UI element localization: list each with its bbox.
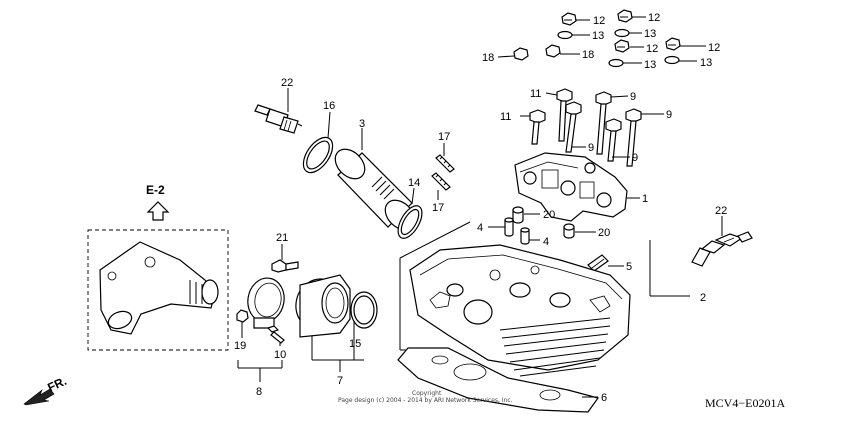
- callout-1: 1: [642, 193, 648, 205]
- dowel-20b[interactable]: [563, 223, 575, 239]
- nut-19[interactable]: [236, 309, 249, 323]
- nut-12d[interactable]: [665, 37, 681, 51]
- callout-11: 11: [530, 88, 541, 100]
- callout-9: 9: [630, 91, 636, 103]
- callout-13: 13: [592, 30, 604, 42]
- callout-4: 4: [477, 222, 483, 234]
- spark-plug-22a[interactable]: [254, 104, 303, 134]
- callout-21: 21: [276, 232, 288, 244]
- callout-22: 22: [281, 77, 293, 89]
- callout-12: 12: [593, 15, 605, 27]
- callout-8: 8: [256, 386, 262, 398]
- callout-14: 14: [408, 177, 420, 189]
- arrow-up-icon: [146, 201, 170, 221]
- jet-4a[interactable]: [504, 217, 514, 237]
- callout-13: 13: [644, 59, 656, 71]
- callout-12: 12: [646, 43, 658, 55]
- nut-18a[interactable]: [513, 47, 529, 61]
- callout-19: 19: [234, 340, 246, 352]
- clamp-8[interactable]: [244, 275, 287, 329]
- nut-12a[interactable]: [561, 12, 577, 26]
- callout-20: 20: [598, 227, 610, 239]
- intake-elbow[interactable]: [99, 241, 219, 335]
- callout-12: 12: [708, 42, 720, 54]
- bolt-9d[interactable]: [605, 118, 622, 162]
- callout-16: 16: [323, 100, 335, 112]
- bolt-21[interactable]: [271, 259, 299, 273]
- callout-11: 11: [500, 111, 511, 123]
- callout-17: 17: [432, 202, 444, 214]
- insulator-7[interactable]: [292, 274, 351, 338]
- callout-17: 17: [438, 131, 450, 143]
- o-ring-14[interactable]: [393, 202, 427, 242]
- nut-washer-group: [497, 9, 706, 68]
- pipe-5[interactable]: [587, 254, 609, 272]
- bolt-group: [520, 88, 664, 167]
- callout-2: 2: [700, 292, 706, 304]
- dowel-20a[interactable]: [512, 206, 524, 224]
- callout-13: 13: [700, 57, 712, 69]
- callout-6: 6: [601, 392, 607, 404]
- bolt-10[interactable]: [266, 325, 285, 344]
- section-reference[interactable]: E-2: [146, 183, 165, 197]
- washer-13c[interactable]: [608, 58, 624, 68]
- spark-plug-22b[interactable]: [691, 231, 753, 267]
- callout-15: 15: [349, 338, 361, 350]
- nut-12b[interactable]: [617, 9, 633, 23]
- bolt-9b[interactable]: [625, 108, 642, 167]
- callout-9: 9: [666, 109, 672, 121]
- callout-22: 22: [715, 205, 727, 217]
- callout-5: 5: [626, 261, 632, 273]
- section-e2-box: [87, 229, 229, 351]
- bolt-11a[interactable]: [556, 88, 573, 142]
- front-direction-label: FR.: [45, 374, 68, 395]
- bolt-9c[interactable]: [565, 101, 582, 153]
- stud-17a[interactable]: [435, 154, 455, 173]
- nut-18b[interactable]: [545, 44, 561, 58]
- callout-12: 12: [648, 12, 660, 24]
- callout-10: 10: [274, 349, 286, 361]
- washer-13a[interactable]: [557, 30, 573, 40]
- gasket-6[interactable]: [397, 347, 599, 413]
- callout-4: 4: [543, 236, 549, 248]
- cylinder-head-2[interactable]: [409, 244, 631, 377]
- washer-13d[interactable]: [664, 55, 680, 65]
- stud-17b[interactable]: [431, 172, 451, 191]
- callout-20: 20: [543, 209, 555, 221]
- nut-12c[interactable]: [614, 39, 630, 53]
- diagram-code: MCV4−E0201A: [705, 396, 785, 410]
- jet-4b[interactable]: [520, 227, 530, 245]
- copyright-title: Copyright: [412, 390, 442, 397]
- washer-13b[interactable]: [614, 28, 630, 38]
- o-ring-15[interactable]: [350, 291, 378, 329]
- callout-18: 18: [482, 52, 494, 64]
- callout-3: 3: [359, 118, 365, 130]
- bolt-9a[interactable]: [595, 91, 612, 155]
- rocker-holder-1[interactable]: [514, 152, 628, 222]
- bolt-11b[interactable]: [529, 109, 546, 145]
- copyright-notice: Page design (c) 2004 - 2014 by ARI Netwo…: [338, 397, 513, 404]
- callout-7: 7: [337, 375, 343, 387]
- callout-9: 9: [588, 142, 594, 154]
- front-arrow-icon: [23, 388, 55, 406]
- callout-9: 9: [632, 152, 638, 164]
- callout-13: 13: [644, 28, 656, 40]
- callout-18: 18: [582, 49, 594, 61]
- o-ring-16[interactable]: [298, 132, 339, 177]
